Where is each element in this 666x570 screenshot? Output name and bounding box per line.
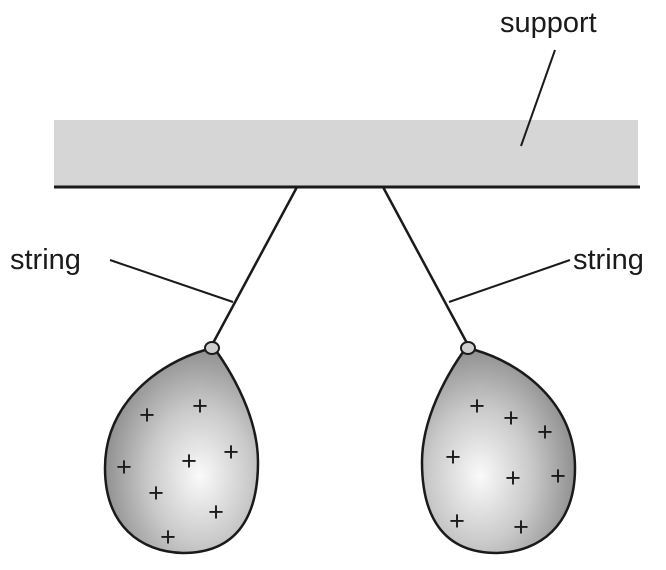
support-bar — [54, 120, 638, 186]
charge-symbol: + — [139, 400, 155, 430]
charge-symbol: + — [160, 522, 176, 552]
right-string — [381, 186, 470, 346]
string-label-left: string — [10, 244, 81, 276]
charge-symbol: + — [116, 452, 132, 482]
left-balloon-body — [103, 348, 260, 555]
right-balloon: + + + + + + + + — [420, 341, 577, 555]
charge-symbol: + — [503, 403, 519, 433]
left-string — [210, 186, 299, 346]
charge-symbol: + — [469, 391, 485, 421]
support-label: support — [500, 7, 597, 39]
string-leader-right — [448, 259, 571, 303]
right-balloon-charges: + + + + + + + + — [445, 391, 566, 542]
charge-symbol: + — [192, 391, 208, 421]
charge-symbol: + — [181, 446, 197, 476]
charge-symbol: + — [505, 463, 521, 493]
charge-symbol: + — [208, 497, 224, 527]
charge-symbol: + — [513, 512, 529, 542]
charge-symbol: + — [537, 417, 553, 447]
left-balloon-charges: + + + + + + + + — [116, 391, 239, 552]
right-balloon-knot — [460, 341, 476, 355]
right-balloon-body — [420, 348, 577, 555]
string-leader-left — [109, 259, 234, 303]
left-balloon: + + + + + + + + — [103, 341, 260, 555]
charge-symbol: + — [148, 478, 164, 508]
support-leader-line — [520, 49, 556, 147]
string-label-right: string — [573, 244, 644, 276]
charge-symbol: + — [550, 461, 566, 491]
charge-symbol: + — [449, 506, 465, 536]
charge-symbol: + — [223, 437, 239, 467]
left-balloon-knot — [204, 341, 220, 355]
charge-symbol: + — [445, 442, 461, 472]
